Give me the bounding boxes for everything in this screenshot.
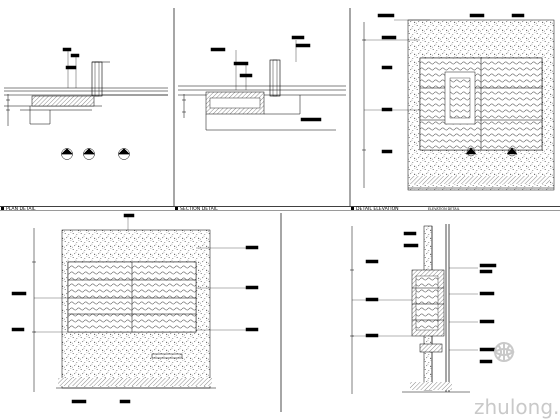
sheet-frame [0,8,560,412]
caption-p2: SECTION DETAIL [180,206,218,212]
panel-elevation-detail [11,213,259,404]
caption-plan-detail: PLAN DETAIL [1,206,36,212]
watermark-logo-icon [493,342,515,362]
section-marker-c [117,148,131,160]
panel-detail-elevation [362,13,555,191]
panel-plan-detail [4,47,168,160]
panel-section-detail [178,35,346,131]
watermark: zhulong.com [474,342,560,419]
caption-p3: DETAIL ELEVATION [356,206,399,212]
panel-vertical-section [350,224,497,394]
caption-p1: PLAN DETAIL [6,206,36,212]
section-marker-a [60,148,74,160]
caption-strip: PLAN DETAIL SECTION DETAIL DETAIL ELEVAT… [1,206,460,212]
section-marker-b [82,148,96,160]
caption-p4: ELEVATION DETAIL [428,207,460,211]
watermark-text: zhulong.com [474,395,560,419]
caption-section-detail-top: SECTION DETAIL [175,206,218,212]
caption-detail-elevation: DETAIL ELEVATION ELEVATION DETAIL [351,206,460,212]
